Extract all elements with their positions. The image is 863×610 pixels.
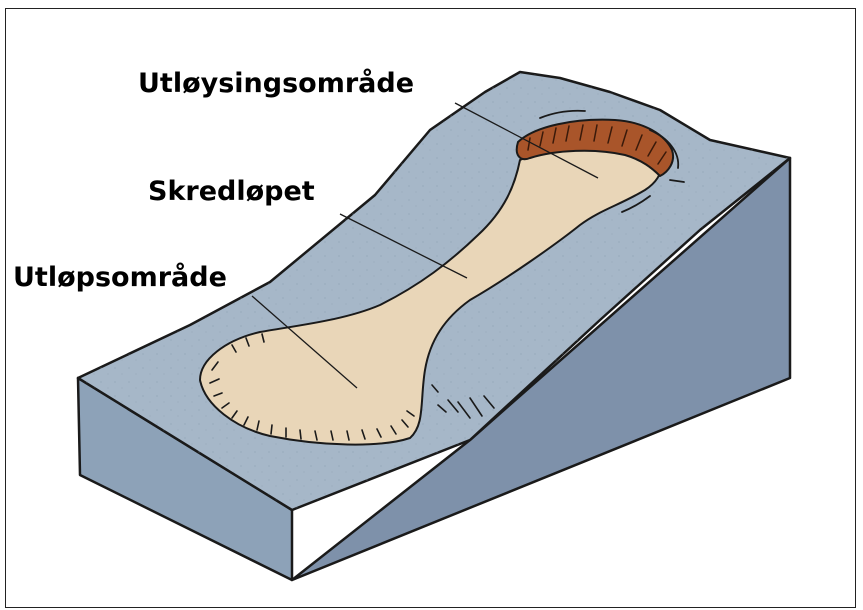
label-release-area: Utløysingsområde	[138, 70, 414, 97]
label-avalanche-path: Skredløpet	[148, 178, 315, 205]
label-runout-area: Utløpsområde	[13, 264, 227, 291]
